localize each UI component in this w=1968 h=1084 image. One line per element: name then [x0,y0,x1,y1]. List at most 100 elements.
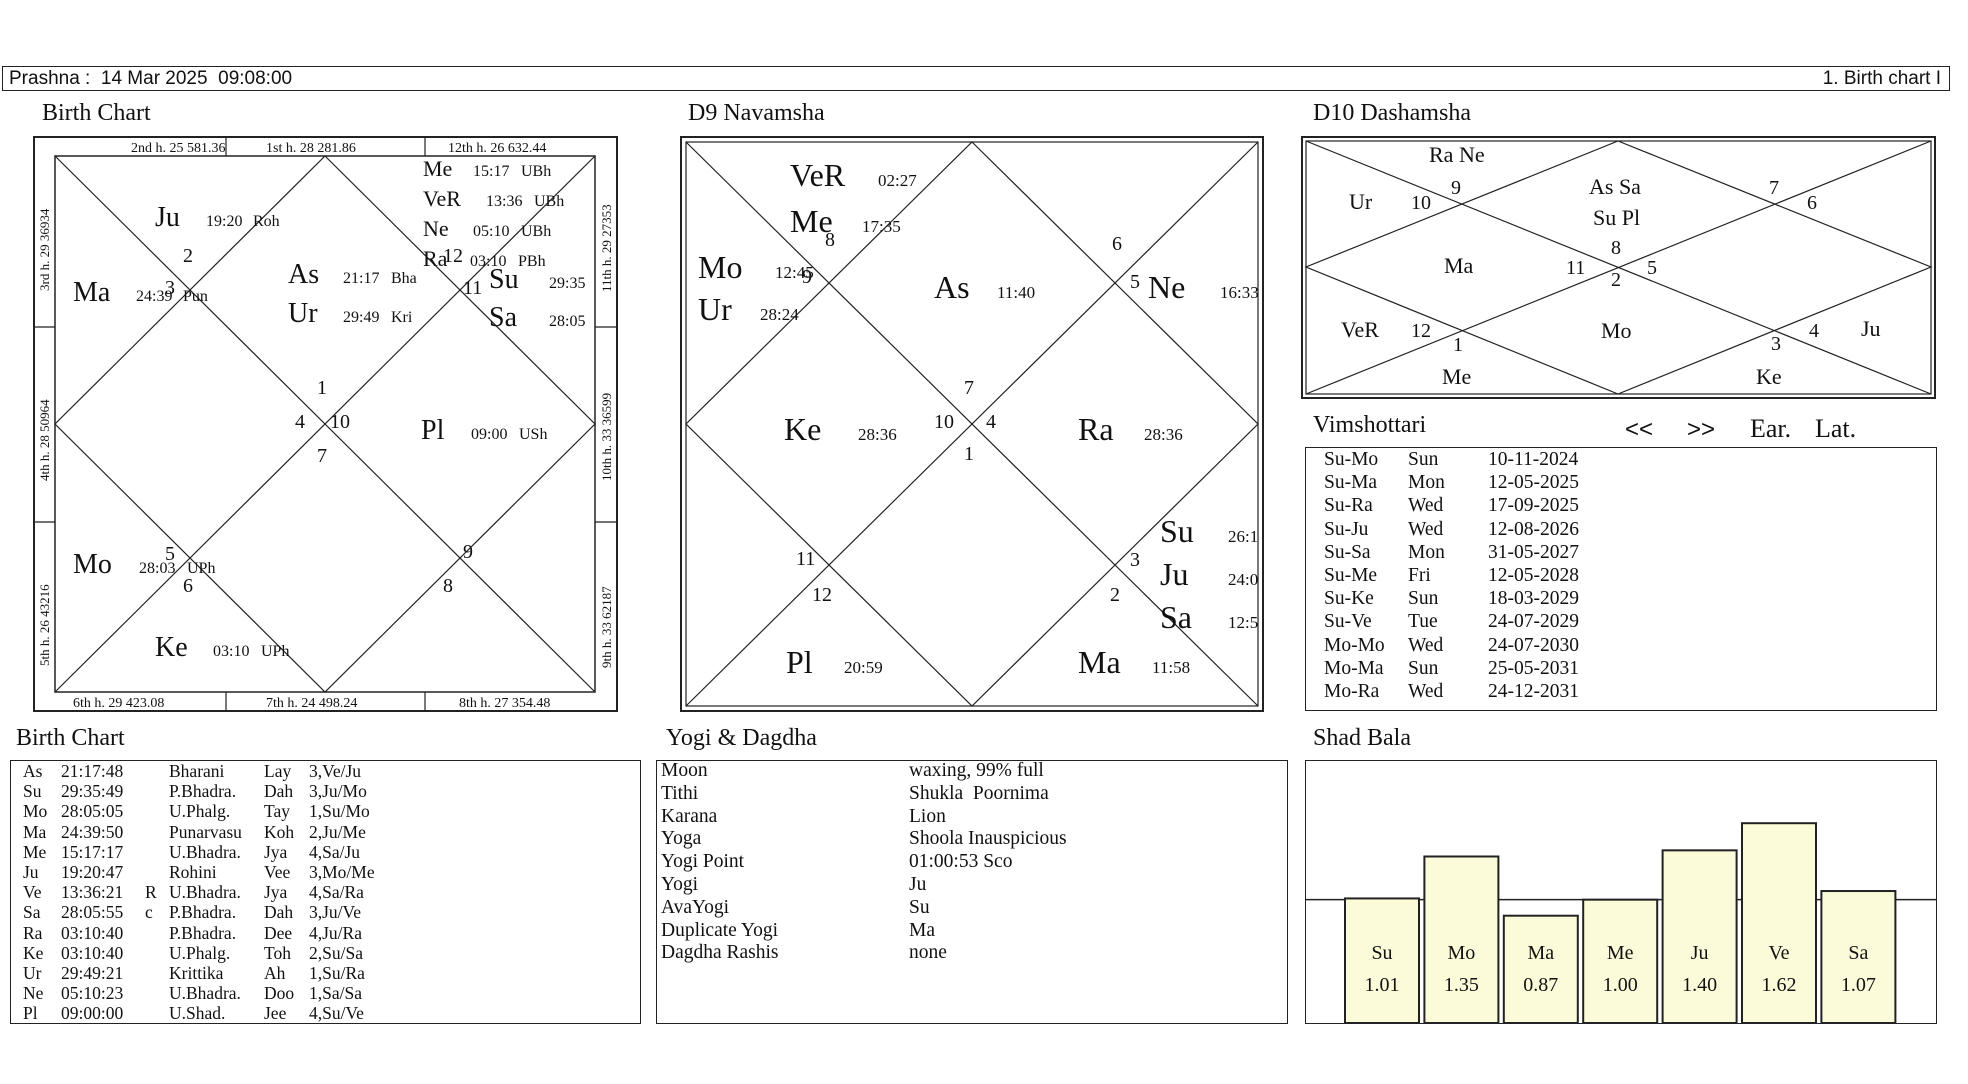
next-period-button[interactable]: >> [1687,416,1716,443]
dashamsha-chart-diagram[interactable]: Ra Ne Ur As Sa Su Pl Ma VeR Mo Me Ke Ju … [1301,136,1937,400]
yogi-label: Yogi [661,874,699,895]
sign-number: 10 [1411,192,1431,214]
earlier-button[interactable]: Ear. [1750,414,1792,443]
svg-text:17:35: 17:35 [862,217,901,236]
svg-text:29:49: 29:49 [343,309,379,326]
bar-value-label: 1.01 [1365,974,1400,996]
birth-chart-title: Birth Chart [42,100,151,126]
sign-number: 10 [934,411,954,433]
yogi-label: AvaYogi [661,896,730,918]
longitude: 09:00:00 [61,1003,124,1024]
bar-value-label: 0.87 [1523,974,1558,996]
svg-text:29:35: 29:35 [549,275,585,292]
yogi-label: Duplicate Yogi [661,919,778,941]
dasha-weekday: Tue [1408,611,1438,633]
dasha-date: 24-12-2031 [1488,681,1579,702]
svg-text:Ra: Ra [423,246,448,271]
prev-period-button[interactable]: << [1625,416,1654,443]
dasha-weekday: Sun [1408,657,1439,679]
bar-me [1582,898,1659,1023]
svg-text:Pl: Pl [786,644,813,680]
planet-name: Ma [23,821,47,842]
yogi-value: waxing, 99% full [909,760,1044,781]
sign-number: 1 [1453,334,1463,356]
chart-header-bar: Prashna : 14 Mar 2025 09:08:00 1. Birth … [2,66,1950,91]
sign-number: 3 [1130,549,1140,571]
planet-name: Pl [23,1003,38,1024]
sign-number: 9 [463,541,473,563]
svg-text:Ne: Ne [1148,269,1185,305]
later-button[interactable]: Lat. [1815,414,1857,443]
longitude: 03:10:40 [61,922,124,943]
yogi-value: Ma [909,919,935,941]
dasha-period: Su-Ma [1324,472,1378,494]
dasha-date: 18-03-2029 [1488,588,1579,610]
svg-text:02:27: 02:27 [878,171,917,190]
svg-text:Ur: Ur [288,298,318,329]
bar-sa [1820,890,1897,1023]
dasha-date: 12-05-2028 [1488,565,1579,586]
svg-text:Ma: Ma [1078,644,1121,680]
sign-number: 3 [165,277,175,299]
dasha-date: 24-07-2029 [1488,611,1579,633]
svg-text:Ne: Ne [423,216,449,241]
pada-lords: 2,Su/Sa [309,942,363,963]
house-label: 11th h. 29 27353 [599,204,614,292]
sign-number: 7 [1769,177,1779,199]
sign-number: 5 [1130,271,1140,293]
svg-text:11:58: 11:58 [1152,658,1190,677]
chart-selector[interactable]: 1. Birth chart I [1822,68,1941,89]
pada-syllable: Koh [264,821,295,842]
birth-table-title: Birth Chart [16,725,125,751]
dashamsha-title: D10 Dashamsha [1313,100,1471,126]
vimshottari-title: Vimshottari [1313,412,1427,438]
nakshatra: U.Bhadra. [169,841,241,862]
dasha-weekday: Wed [1408,634,1444,656]
dasha-period: Su-Ju [1324,518,1369,540]
svg-text:Mo: Mo [698,249,742,285]
nakshatra: U.Bhadra. [169,882,241,903]
yogi-value: Shoola Inauspicious [909,828,1067,850]
longitude: 13:36:21 [61,882,124,903]
house-label: 10th h. 33 36599 [599,393,614,481]
pada-lords: 1,Su/Mo [309,801,370,822]
shad-bala-title: Shad Bala [1313,725,1411,751]
sign-number: 11 [796,548,815,570]
svg-text:Sa: Sa [489,302,518,333]
sign-number: 11 [1566,257,1585,279]
nakshatra: U.Bhadra. [169,983,241,1004]
birth-chart-diagram[interactable]: 2nd h. 25 581.36 1st h. 28 281.86 12th h… [33,136,619,713]
cell-me: Me [1442,364,1471,389]
svg-text:Ma: Ma [73,277,111,308]
pada-syllable: Jya [264,882,288,903]
svg-text:Ke: Ke [784,411,821,447]
pada-lords: 4,Su/Ve [309,1003,364,1024]
dasha-weekday: Wed [1408,518,1444,540]
sign-number: 8 [443,575,453,597]
